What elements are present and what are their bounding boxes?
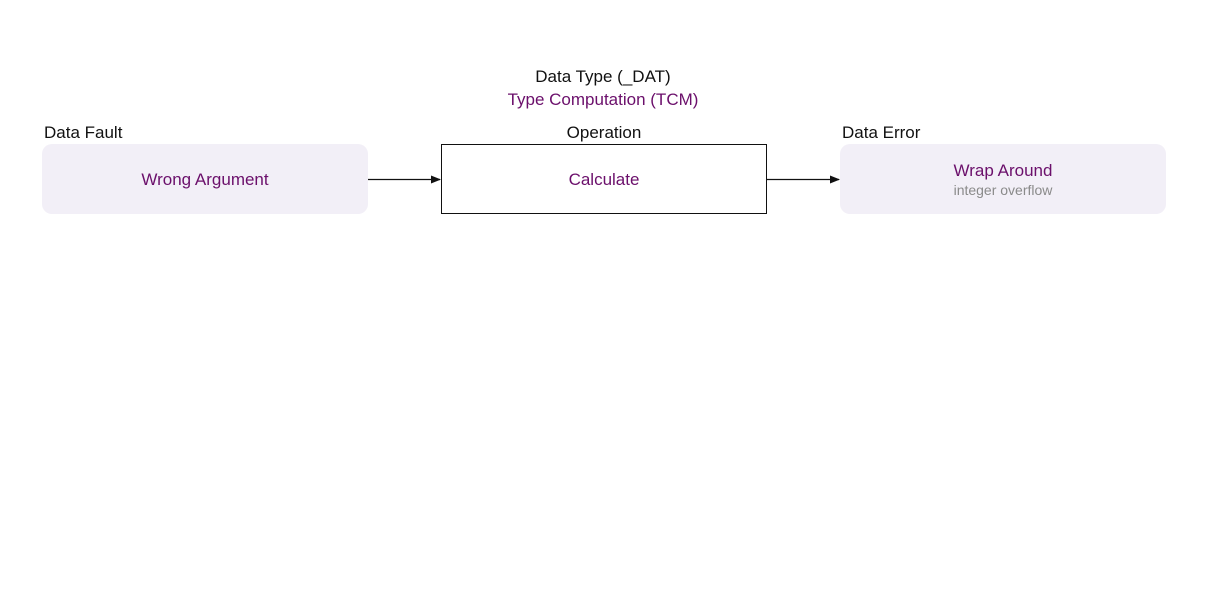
diagram-subtitle: Type Computation (TCM) bbox=[507, 90, 699, 109]
data-fault-title: Wrong Argument bbox=[141, 169, 269, 189]
operation-box: Calculate bbox=[441, 144, 767, 214]
diagram-title: Data Type (_DAT) bbox=[535, 67, 671, 86]
operation-title: Calculate bbox=[568, 169, 640, 189]
data-fault-box: Wrong Argument bbox=[42, 144, 368, 214]
data-fault-label: Data Fault bbox=[44, 123, 123, 142]
data-error-label: Data Error bbox=[842, 123, 921, 142]
data-error-box: Wrap Around integer overflow bbox=[840, 144, 1166, 214]
operation-label: Operation bbox=[566, 123, 642, 142]
data-error-subtitle: integer overflow bbox=[953, 181, 1053, 198]
data-error-title: Wrap Around bbox=[953, 160, 1053, 180]
